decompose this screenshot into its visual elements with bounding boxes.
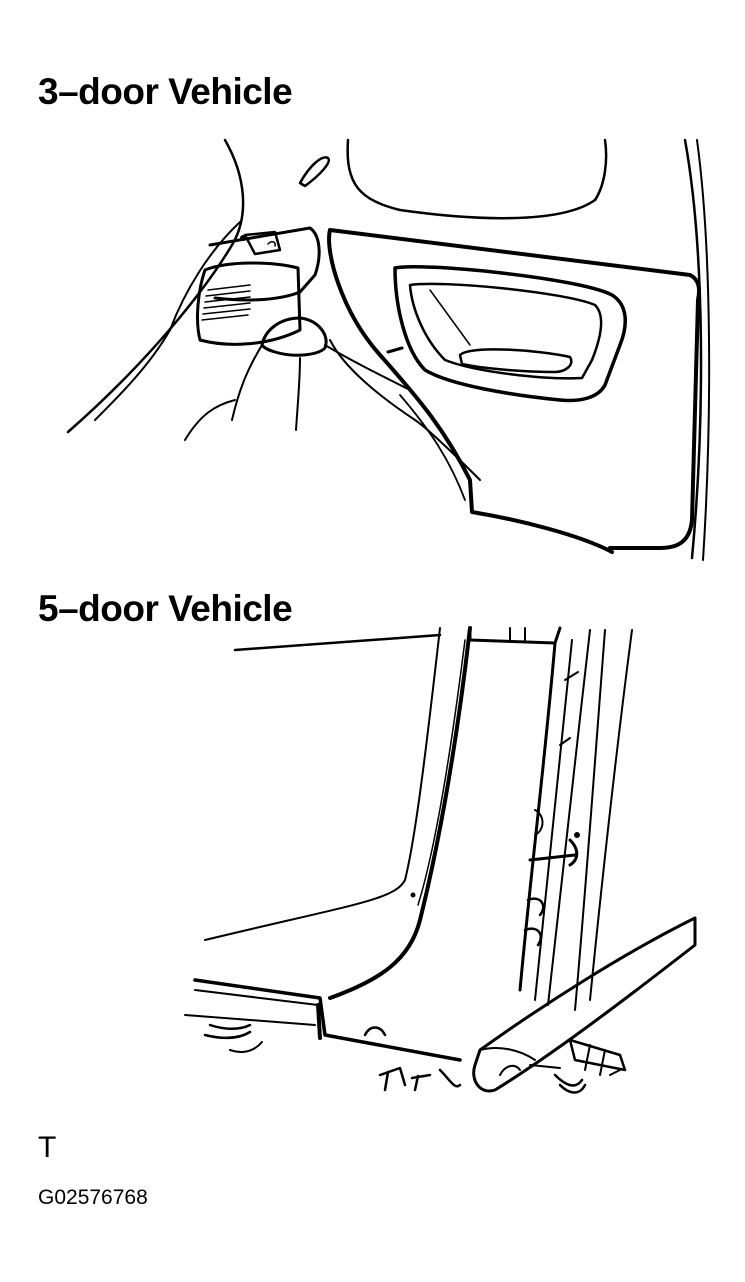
right-body-line-2 [696, 139, 711, 561]
body-outer-line [66, 138, 245, 434]
upper-slot [298, 156, 330, 188]
door-sill-front [193, 978, 462, 1062]
label-hatching [201, 284, 251, 321]
illustration-3-door-vehicle [66, 138, 711, 561]
roof-line [233, 633, 442, 652]
pillar-curve [346, 138, 608, 220]
pillar-right-edge [518, 641, 557, 992]
pillar-fastener [528, 838, 579, 867]
pillar-left-inner [204, 627, 441, 941]
figure-code: G02576768 [38, 1186, 148, 1209]
right-body-line-1 [683, 138, 703, 560]
latch [243, 230, 282, 256]
scuff-plate [472, 916, 697, 1093]
corner-mark: T [38, 1131, 57, 1164]
trim-panel-lower [327, 228, 614, 554]
trim-panel-outline [328, 228, 701, 550]
storage-pocket-inner [408, 282, 603, 380]
hand-lines [231, 344, 411, 431]
heading-5-door-vehicle: 5–door Vehicle [38, 588, 293, 629]
storage-pocket-outer [393, 264, 627, 403]
pillar-left-edge [328, 626, 472, 1000]
floor-marks [378, 1066, 462, 1092]
body-inner-line [94, 221, 241, 421]
pocket-handle [458, 348, 573, 374]
heading-3-door-vehicle: 3–door Vehicle [38, 71, 293, 112]
finger [260, 316, 328, 357]
door-sill-edge [184, 989, 319, 1026]
jack-cover-plate [196, 261, 302, 346]
pillar-top [468, 626, 562, 645]
